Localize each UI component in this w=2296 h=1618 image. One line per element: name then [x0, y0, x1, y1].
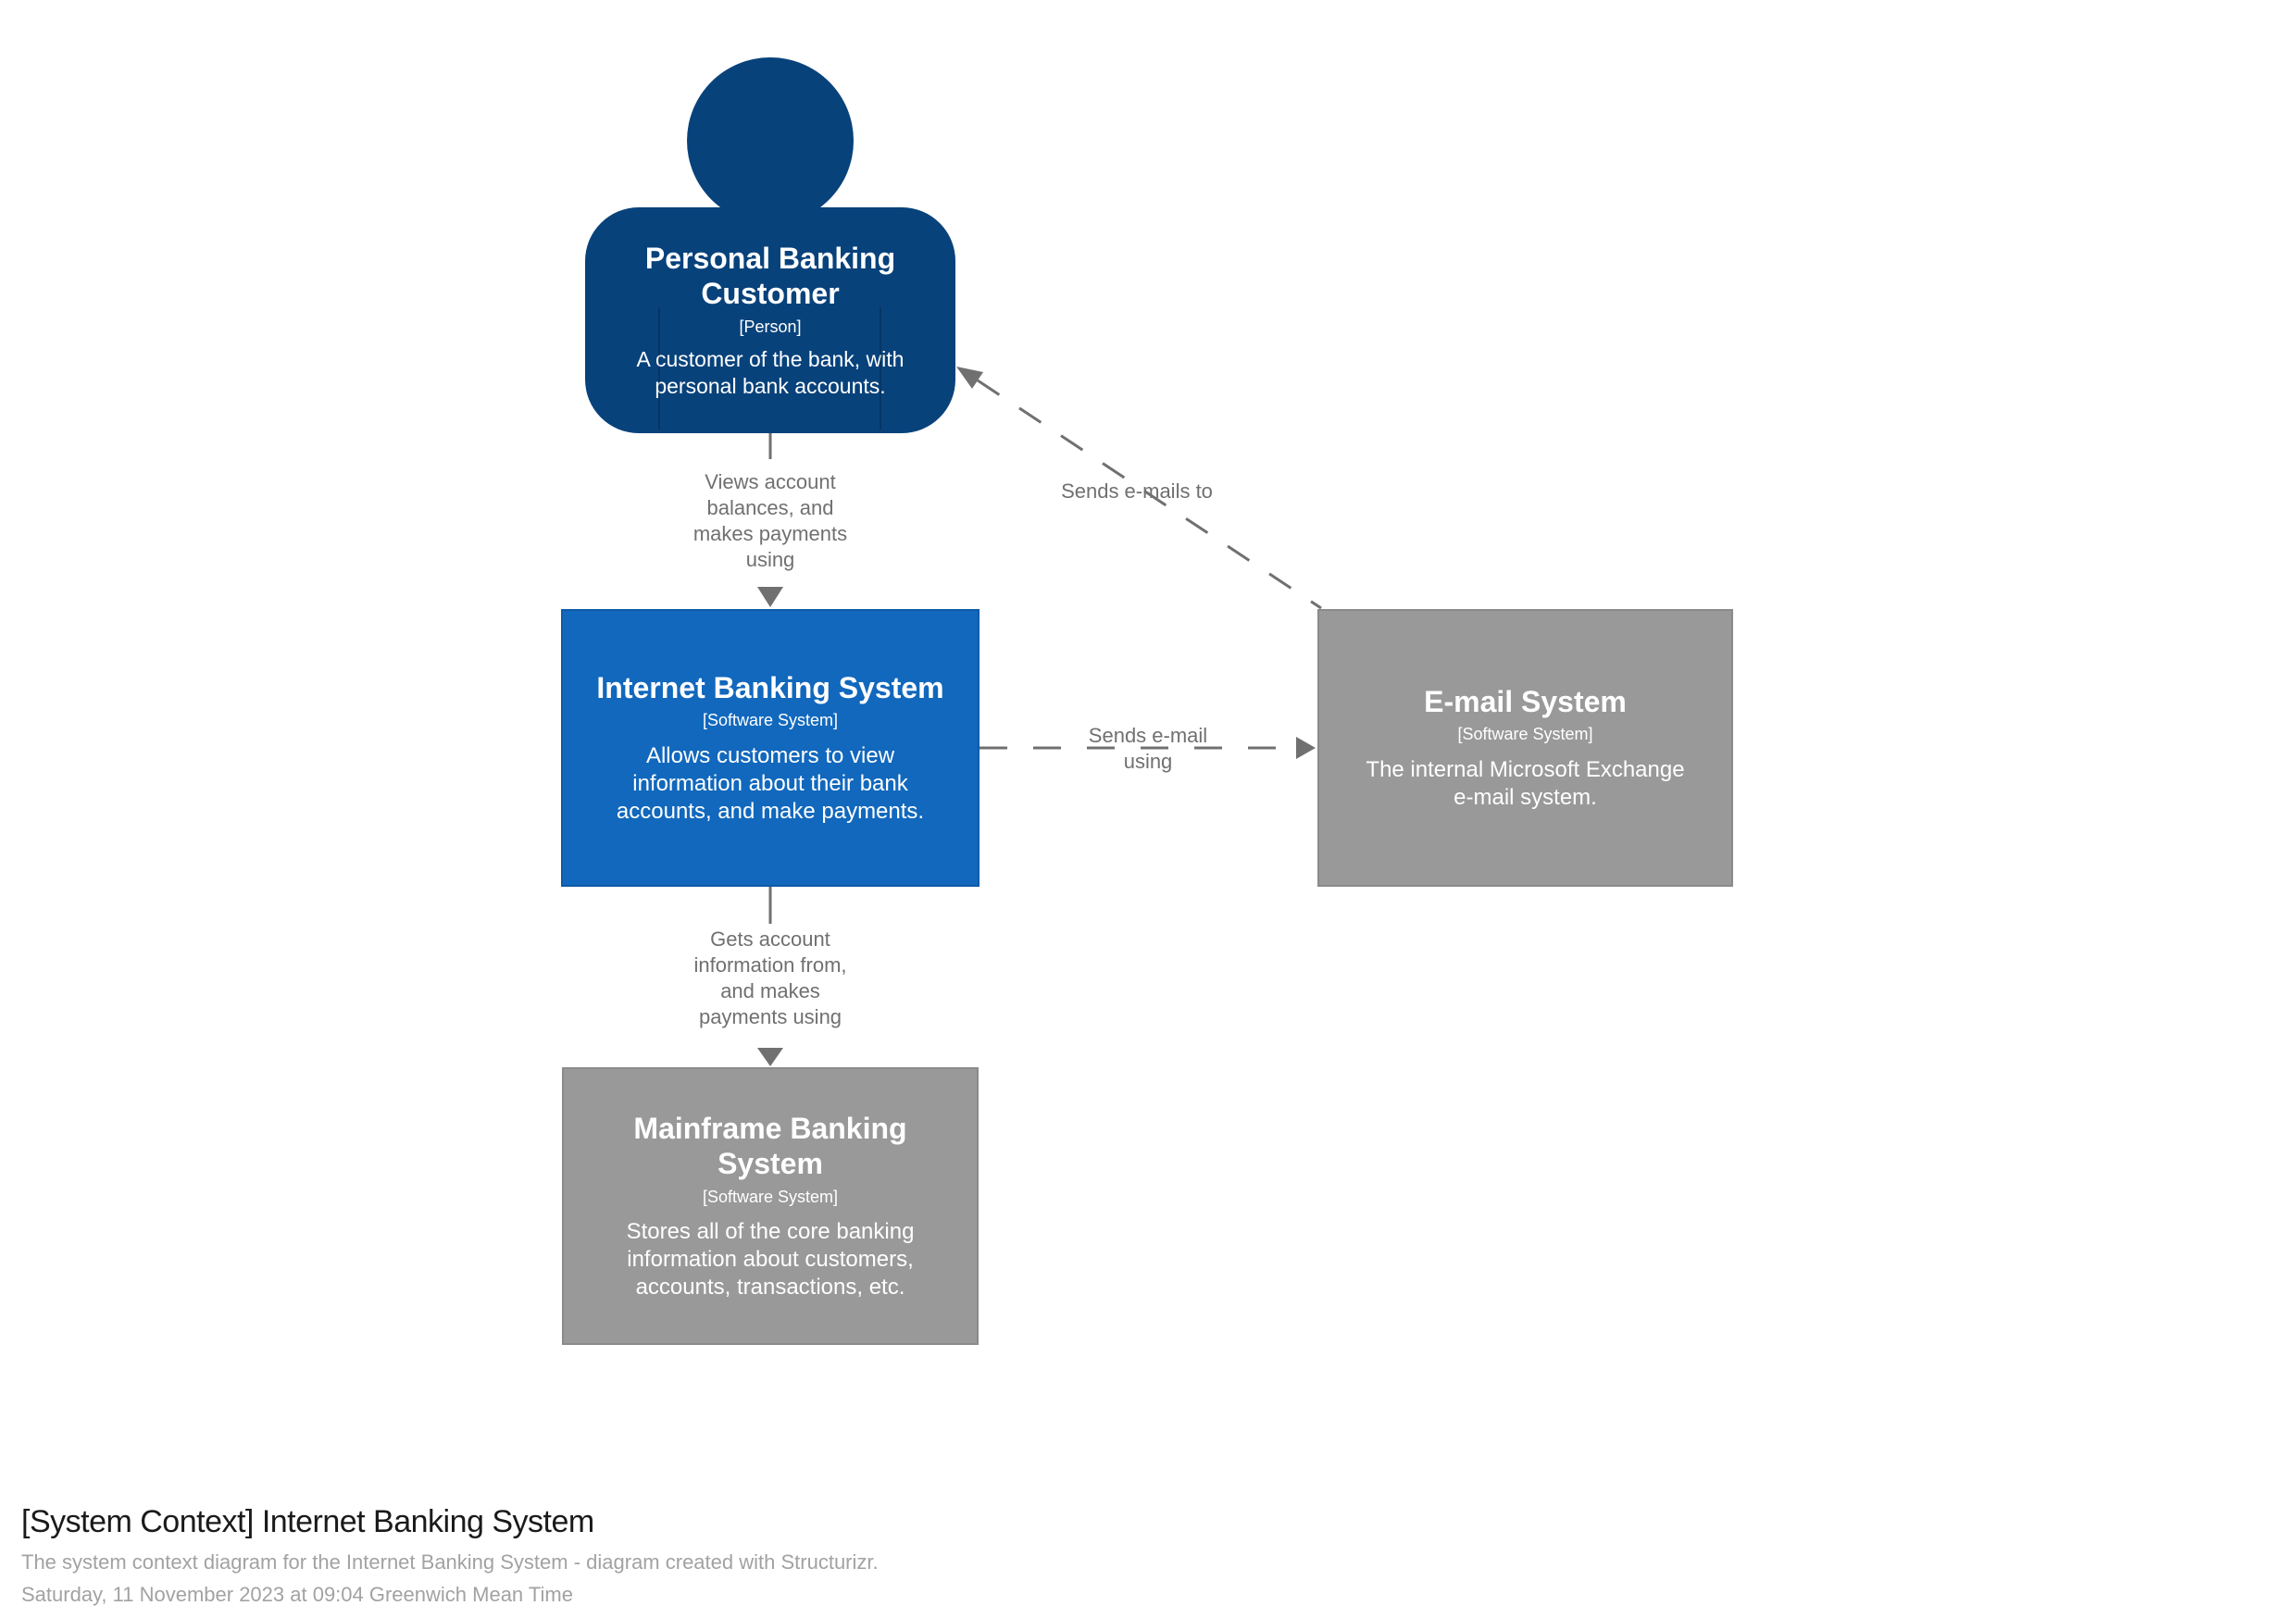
- relationship-label-email-to-person: Sends e-mails to: [1061, 479, 1213, 503]
- element-type-tag: [Software System]: [702, 1187, 839, 1206]
- relationship-label-person-to-ibs: Views account balances, and makes paymen…: [693, 470, 848, 571]
- diagram-footer: [System Context] Internet Banking System…: [21, 1501, 2243, 1608]
- diagram-timestamp: Saturday, 11 November 2023 at 09:04 Gree…: [21, 1582, 573, 1606]
- element-type-tag: [Person]: [739, 317, 802, 336]
- line-email-to-person: [977, 379, 1322, 610]
- person-arm-seam: [880, 307, 881, 429]
- element-type-tag: [Software System]: [702, 711, 839, 730]
- person-head-icon: [687, 57, 854, 224]
- arrowhead-ibs-to-mainframe: [757, 1048, 783, 1066]
- element-description: Stores all of the core banking informati…: [626, 1219, 915, 1301]
- relationship-label-ibs-to-email: Sends e-mail using: [1088, 724, 1208, 773]
- element-name: Mainframe Banking System: [633, 1111, 907, 1181]
- element-name: Personal Banking Customer: [644, 242, 896, 311]
- element-mainframe-banking-system[interactable]: Mainframe Banking System [Software Syste…: [562, 1067, 979, 1345]
- element-email-system[interactable]: E-mail System [Software System] The inte…: [1317, 609, 1733, 887]
- arrowhead-person-to-ibs: [757, 587, 783, 607]
- arrowhead-ibs-to-email: [1296, 737, 1316, 759]
- element-description: Allows customers to view information abo…: [616, 742, 925, 824]
- element-internet-banking-system[interactable]: Internet Banking System [Software System…: [561, 609, 980, 887]
- element-personal-banking-customer[interactable]: Personal Banking Customer [Person] A cus…: [585, 207, 955, 433]
- diagram-title: [System Context] Internet Banking System: [21, 1504, 594, 1539]
- element-name: E-mail System: [1424, 685, 1627, 718]
- element-description: A customer of the bank, with personal ba…: [636, 347, 905, 399]
- relationship-label-ibs-to-mainframe: Gets account information from, and makes…: [693, 927, 847, 1028]
- diagram-description: The system context diagram for the Inter…: [21, 1550, 879, 1574]
- arrowhead-email-to-person: [956, 367, 983, 389]
- element-name: Internet Banking System: [596, 671, 944, 704]
- element-description: The internal Microsoft Exchange e-mail s…: [1366, 756, 1685, 810]
- element-type-tag: [Software System]: [1457, 725, 1593, 744]
- person-arm-seam: [658, 307, 660, 429]
